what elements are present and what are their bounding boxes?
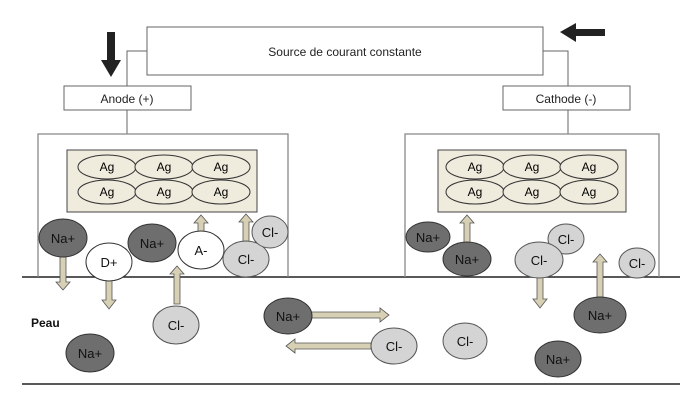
ag-label: Ag: [100, 185, 115, 199]
svg-text:Cl-: Cl-: [629, 256, 646, 271]
svg-text:Na+: Na+: [140, 236, 164, 251]
ion-cl-minus: Cl-: [370, 327, 418, 365]
cathode-ag-grid: Ag Ag Ag Ag Ag Ag: [445, 154, 619, 205]
ag-label: Ag: [157, 185, 172, 199]
ag-label: Ag: [214, 160, 229, 174]
skin-label: Peau: [31, 316, 60, 330]
svg-text:A-: A-: [195, 243, 208, 258]
current-source-label: Source de courant constante: [268, 45, 422, 59]
svg-text:Na+: Na+: [78, 346, 102, 361]
ag-label: Ag: [100, 160, 115, 174]
ion-na-plus: Na+: [442, 241, 492, 277]
ion-na-plus: Na+: [127, 223, 177, 263]
ion-d-plus: D+: [85, 242, 133, 282]
svg-text:Cl-: Cl-: [531, 253, 548, 268]
svg-text:Cl-: Cl-: [386, 339, 403, 354]
ion-cl-minus: Cl-: [547, 223, 585, 255]
svg-text:Cl-: Cl-: [168, 318, 185, 333]
arrow-down-icon: [55, 256, 71, 291]
ag-label: Ag: [214, 185, 229, 199]
svg-text:Na+: Na+: [546, 352, 570, 367]
ag-label: Ag: [582, 160, 597, 174]
arrow-up-icon: [592, 253, 608, 298]
svg-text:D+: D+: [101, 255, 118, 270]
ag-label: Ag: [157, 160, 172, 174]
svg-text:Cl-: Cl-: [558, 232, 575, 247]
svg-text:Na+: Na+: [455, 252, 479, 267]
cathode-box: [502, 85, 631, 111]
current-left-arrow-icon: [560, 23, 605, 42]
arrow-left-icon: [285, 338, 372, 354]
ion-na-plus: Na+: [65, 333, 115, 373]
svg-text:Na+: Na+: [416, 230, 440, 245]
ion-cl-minus: Cl-: [514, 241, 564, 279]
arrow-down-icon: [532, 275, 548, 309]
arrow-up-icon: [459, 214, 475, 244]
ion-cl-minus: Cl-: [152, 305, 200, 345]
ag-label: Ag: [525, 160, 540, 174]
migration-arrows: [55, 213, 608, 354]
ag-label: Ag: [468, 185, 483, 199]
arrow-up-icon: [238, 213, 254, 243]
ion-na-plus: Na+: [38, 218, 88, 258]
anode-chamber: [37, 133, 289, 277]
ag-label: Ag: [468, 160, 483, 174]
anode-label: Anode (+): [100, 92, 153, 106]
ion-cl-minus: Cl-: [251, 215, 289, 249]
cathode-wire-top: [543, 50, 569, 86]
anode-wire-top: [126, 50, 147, 86]
arrow-up-icon: [169, 265, 185, 305]
ion-na-plus: Na+: [405, 221, 451, 253]
ion-cl-minus: Cl-: [442, 322, 488, 360]
svg-text:Cl-: Cl-: [238, 252, 255, 267]
ag-label: Ag: [525, 185, 540, 199]
ion-na-plus: Na+: [573, 296, 627, 334]
ion-cl-minus: Cl-: [222, 240, 270, 278]
svg-text:Na+: Na+: [51, 231, 75, 246]
current-down-arrow-icon: [101, 32, 121, 77]
ion-na-plus: Na+: [263, 297, 313, 335]
ag-label: Ag: [582, 185, 597, 199]
svg-text:Na+: Na+: [588, 308, 612, 323]
cathode-chamber: [404, 133, 660, 277]
svg-text:Cl-: Cl-: [262, 225, 279, 240]
arrow-up-icon: [193, 214, 209, 233]
ion-cl-minus: Cl-: [618, 247, 656, 279]
svg-text:Cl-: Cl-: [457, 334, 474, 349]
ion-na-plus: Na+: [534, 340, 582, 378]
ion-a-minus: A-: [177, 230, 225, 270]
anode-ag-grid: Ag Ag Ag Ag Ag Ag: [77, 154, 251, 205]
cathode-label: Cathode (-): [536, 92, 597, 106]
anode-box: [63, 85, 192, 111]
arrow-right-icon: [310, 307, 390, 323]
svg-text:Na+: Na+: [276, 309, 300, 324]
